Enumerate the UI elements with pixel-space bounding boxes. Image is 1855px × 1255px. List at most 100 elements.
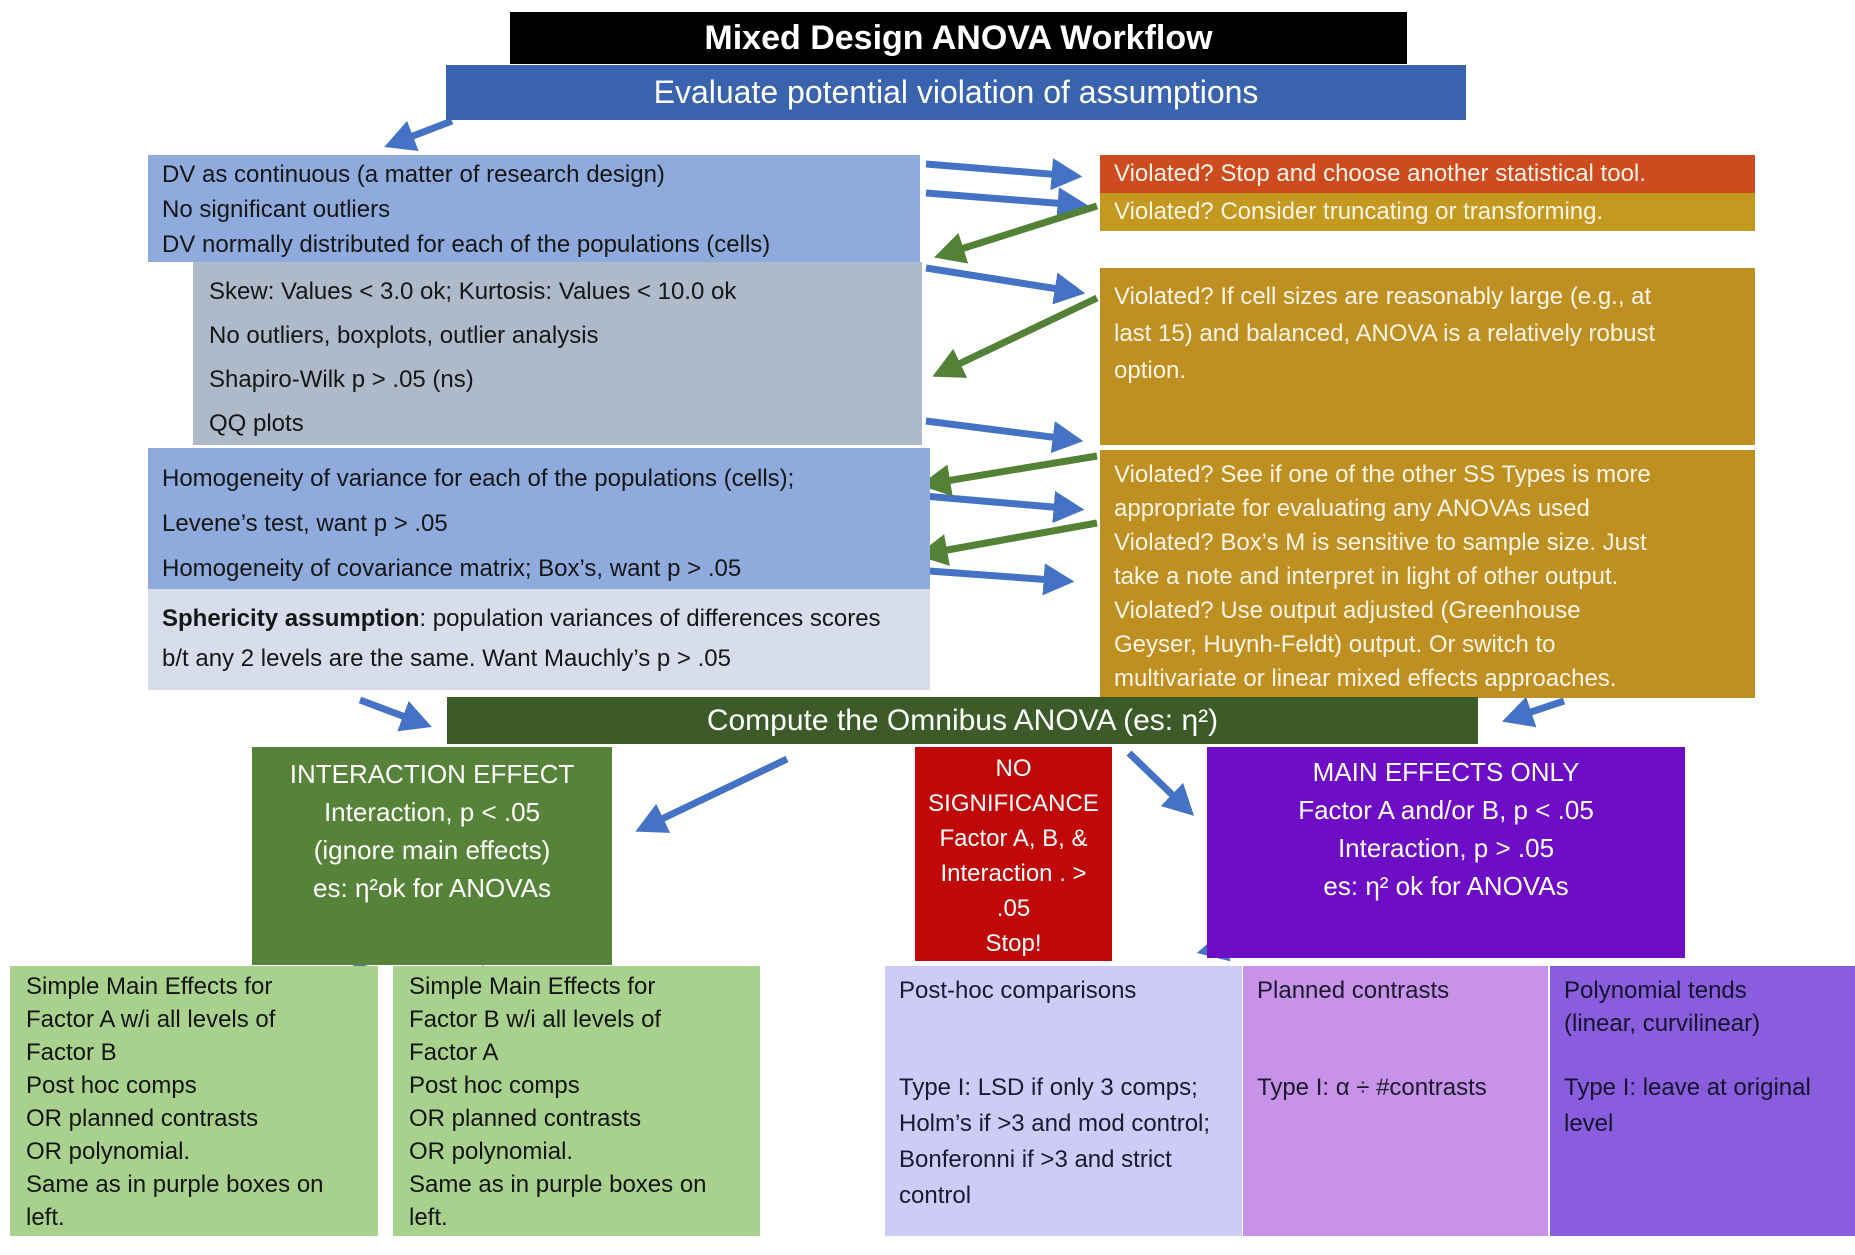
- arrow-homogeneity-to-adjust: [923, 491, 1085, 524]
- node-no-significance: NO SIGNIFICANCE Factor A, B, & Interaction …: [915, 747, 1112, 961]
- text-line: Shapiro-Wilk p > .05 (ns): [209, 366, 474, 393]
- text-line: Levene’s test, want p > .05: [162, 510, 448, 537]
- text-line: OR polynomial.: [26, 1138, 191, 1165]
- text-line: Same as in purple boxes on: [409, 1171, 707, 1198]
- text-line: Post-hoc comparisons: [899, 977, 1137, 1004]
- text-line: NO: [995, 755, 1032, 782]
- arrow-truncate-back-to-normality: [933, 202, 1099, 264]
- polynomial-body: Type I: leave at original level: [1564, 1070, 1849, 1142]
- text-line: Violated? If cell sizes are reasonably l…: [1114, 283, 1652, 310]
- arrow-normality2-to-adjust: [925, 417, 1084, 454]
- text-line: Violated? Box’s M is sensitive to sample…: [1114, 529, 1647, 556]
- node-sphericity: Sphericity assumption: population varian…: [148, 589, 930, 690]
- text-line: OR polynomial.: [409, 1138, 574, 1165]
- text-line: Polynomial tends: [1564, 977, 1747, 1004]
- text-line: Skew: Values < 3.0 ok; Kurtosis: Values …: [209, 278, 737, 305]
- arrow-adjust-back-to-sphericity: [916, 519, 1098, 566]
- text-line: (linear, curvilinear): [1564, 1010, 1761, 1037]
- text-line: Type I: leave at original: [1564, 1074, 1811, 1101]
- text-line: Factor B w/i all levels of: [409, 1006, 662, 1033]
- text-line: Homogeneity of covariance matrix; Box’s,…: [162, 555, 742, 582]
- planned-title: Planned contrasts: [1257, 974, 1542, 1007]
- text-line: OR planned contrasts: [409, 1105, 642, 1132]
- text-line: Bonferonni if >3 and strict: [899, 1146, 1172, 1173]
- text-line: Planned contrasts: [1257, 977, 1450, 1004]
- text-line: left.: [409, 1204, 448, 1231]
- arrow-design-to-stop: [925, 158, 1083, 191]
- text-line: Homogeneity of variance for each of the …: [162, 465, 795, 492]
- text-line: last 15) and balanced, ANOVA is a relati…: [1114, 320, 1656, 347]
- planned-body: Type I: α ÷ #contrasts: [1257, 1070, 1542, 1106]
- text-line: Simple Main Effects for: [26, 973, 273, 1000]
- text-line: Same as in purple boxes on: [26, 1171, 324, 1198]
- text-line: Factor A: [409, 1039, 499, 1066]
- node-omnibus-anova: Compute the Omnibus ANOVA (es: η²): [447, 697, 1478, 744]
- text-line: Factor B: [26, 1039, 117, 1066]
- node-violated-robust: Violated? If cell sizes are reasonably l…: [1100, 268, 1755, 445]
- node-violated-stop: Violated? Stop and choose another statis…: [1100, 155, 1755, 193]
- text-line: control: [899, 1182, 972, 1209]
- arrow-omnibus-to-main-effects: [1126, 750, 1195, 816]
- banner-evaluate-assumptions: Evaluate potential violation of assumpti…: [446, 65, 1466, 120]
- text-line: es: η² ok for ANOVAs: [1323, 871, 1569, 901]
- text-line: INTERACTION EFFECT: [289, 759, 575, 789]
- text-line: No significant outliers: [162, 196, 391, 223]
- text-line: Simple Main Effects for: [409, 973, 656, 1000]
- text-line: es: η²ok for ANOVAs: [313, 873, 551, 903]
- arrow-omnibus-to-interaction: [635, 755, 789, 833]
- text-line: No outliers, boxplots, outlier analysis: [209, 322, 599, 349]
- text-line: QQ plots: [209, 410, 304, 437]
- text-line: appropriate for evaluating any ANOVAs us…: [1114, 495, 1590, 522]
- arrow-adjust-back-to-homogeneity: [919, 452, 1098, 497]
- text-line: DV normally distributed for each of the …: [162, 231, 771, 258]
- node-homogeneity: Homogeneity of variance for each of the …: [148, 448, 930, 589]
- text-line: Factor A, B, &: [939, 825, 1088, 852]
- text-line: left.: [26, 1204, 65, 1231]
- text-line: Stop!: [985, 930, 1042, 957]
- text-line: SIGNIFICANCE: [928, 790, 1099, 817]
- node-posthoc-comparisons: Post-hoc comparisons Type I: LSD if only…: [885, 966, 1242, 1236]
- posthoc-body: Type I: LSD if only 3 comps; Holm’s if >3…: [899, 1070, 1236, 1214]
- node-design-assumptions: DV as continuous (a matter of research d…: [148, 155, 920, 262]
- polynomial-title: Polynomial tends (linear, curvilinear): [1564, 974, 1849, 1040]
- node-normality-checks: Skew: Values < 3.0 ok; Kurtosis: Values …: [193, 262, 922, 445]
- text-line: .05: [996, 895, 1031, 922]
- arrow-banner-to-assumptions: [384, 117, 454, 152]
- arrow-right-to-omnibus: [1502, 696, 1566, 728]
- node-planned-contrasts: Planned contrasts Type I: α ÷ #contrasts: [1243, 966, 1548, 1236]
- node-violated-truncate: Violated? Consider truncating or transfo…: [1100, 193, 1755, 231]
- text-line: Interaction, p > .05: [1337, 833, 1555, 863]
- node-violated-adjust: Violated? See if one of the other SS Typ…: [1100, 450, 1755, 698]
- text-line: Violated? Use output adjusted (Greenhous…: [1114, 597, 1581, 624]
- text-line: option.: [1114, 357, 1187, 384]
- text-line: level: [1564, 1110, 1614, 1137]
- arrow-left-to-omnibus: [358, 696, 432, 732]
- text-line: Interaction . >: [940, 860, 1087, 887]
- text-line: (ignore main effects): [313, 835, 551, 865]
- text-line: Factor A and/or B, p < .05: [1298, 795, 1594, 825]
- text-line: DV as continuous (a matter of research d…: [162, 161, 665, 188]
- text-line: Violated? See if one of the other SS Typ…: [1114, 461, 1651, 488]
- text-line: Holm’s if >3 and mod control;: [899, 1110, 1211, 1137]
- arrow-outliers-to-truncate: [925, 187, 1089, 220]
- text-line: Type I: LSD if only 3 comps;: [899, 1074, 1198, 1101]
- text-line: Type I: α ÷ #contrasts: [1257, 1074, 1487, 1101]
- text-line: Post hoc comps: [26, 1072, 197, 1099]
- arrow-normality-to-robust: [925, 264, 1086, 305]
- sphericity-text: : population variances of differences sc…: [162, 605, 881, 672]
- text-line: Geyser, Huynh-Feldt) output. Or switch t…: [1114, 631, 1556, 658]
- node-polynomial-trends: Polynomial tends (linear, curvilinear) Ty…: [1550, 966, 1855, 1236]
- text-line: take a note and interpret in light of ot…: [1114, 563, 1619, 590]
- arrow-robust-back-to-normality: [932, 294, 1099, 378]
- posthoc-title: Post-hoc comparisons: [899, 974, 1236, 1007]
- text-line: multivariate or linear mixed effects app…: [1114, 665, 1617, 692]
- text-line: Factor A w/i all levels of: [26, 1006, 276, 1033]
- sphericity-label: Sphericity assumption: [162, 605, 420, 632]
- text-line: OR planned contrasts: [26, 1105, 259, 1132]
- text-line: Post hoc comps: [409, 1072, 580, 1099]
